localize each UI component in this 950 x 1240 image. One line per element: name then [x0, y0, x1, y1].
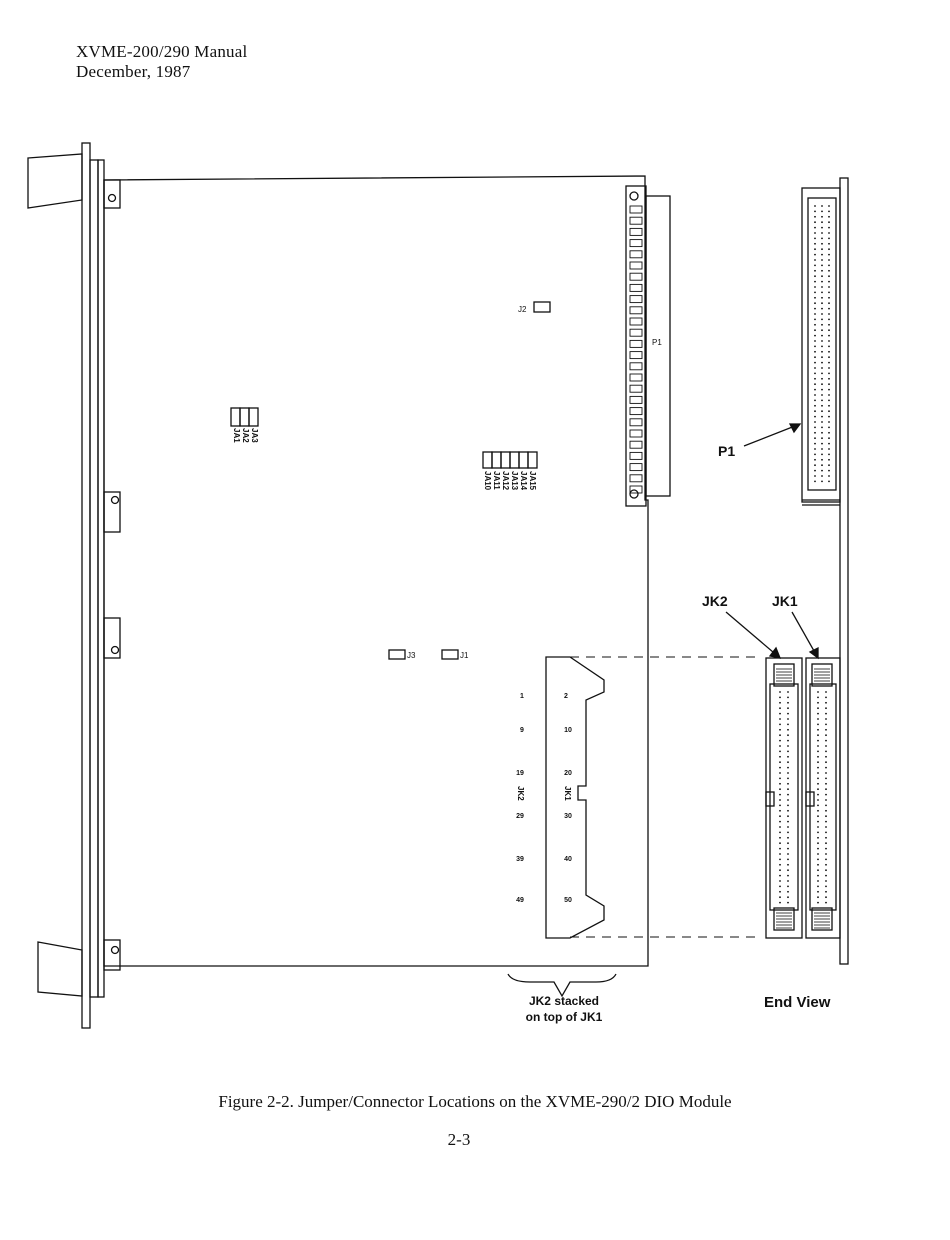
figure-caption: Figure 2-2. Jumper/Connector Locations o… — [0, 1092, 950, 1112]
j2-block — [534, 302, 550, 312]
stacked-note-line2: on top of JK1 — [526, 1010, 603, 1024]
pin-10: 10 — [564, 727, 572, 734]
j1-label: J1 — [460, 651, 469, 660]
end-view-jk2 — [766, 658, 802, 938]
end-view-title: End View — [764, 994, 831, 1011]
end-view-p1-label: P1 — [718, 443, 735, 459]
board-diagram: J2 J3 J1 P1 JA3 JA2 JA1 JA15 JA14 JA13 J… — [0, 0, 950, 1060]
end-view-jk1 — [806, 658, 840, 938]
ja10-15-block — [483, 452, 537, 468]
end-view — [726, 178, 848, 964]
pin-30: 30 — [564, 813, 572, 820]
pin-20: 20 — [564, 770, 572, 777]
stacked-note-line1: JK2 stacked — [529, 994, 599, 1008]
pin-9: 9 — [520, 727, 524, 734]
j3-label: J3 — [407, 651, 416, 660]
pin-50: 50 — [564, 897, 572, 904]
front-panel-inner — [90, 160, 98, 997]
pin-29: 29 — [516, 813, 524, 820]
jk2-board-label: JK2 — [516, 786, 525, 801]
ja11-label: JA11 — [492, 471, 501, 490]
front-panel-strip — [98, 160, 104, 997]
top-handle — [28, 154, 82, 208]
page-number: 2-3 — [0, 1130, 918, 1150]
p1-connector — [626, 186, 670, 506]
pin-1: 1 — [520, 693, 524, 700]
ja1-3-block — [231, 408, 258, 426]
j1-block — [442, 650, 458, 659]
ja3-label: JA3 — [250, 428, 259, 443]
jk2-arrow — [726, 612, 780, 658]
ja2-label: JA2 — [241, 428, 250, 443]
pin-19: 19 — [516, 770, 524, 777]
ja13-label: JA13 — [510, 471, 519, 491]
ja15-label: JA15 — [528, 471, 537, 491]
pcb-outline — [104, 176, 648, 966]
end-view-jk2-label: JK2 — [702, 593, 728, 609]
ja12-label: JA12 — [501, 471, 510, 491]
front-panel-outer — [82, 143, 90, 1028]
ja14-label: JA14 — [519, 471, 528, 491]
end-view-jk1-label: JK1 — [772, 593, 798, 609]
bottom-handle — [38, 942, 82, 996]
pin-40: 40 — [564, 856, 572, 863]
end-view-board-edge — [840, 178, 848, 964]
mount-tabs — [104, 180, 120, 970]
pin-2: 2 — [564, 693, 568, 700]
pin-39: 39 — [516, 856, 524, 863]
jk-connector-outline — [546, 657, 604, 938]
stack-bracket — [508, 974, 616, 996]
ja10-label: JA10 — [483, 471, 492, 491]
pin-49: 49 — [516, 897, 524, 904]
ja1-label: JA1 — [232, 428, 241, 443]
j3-block — [389, 650, 405, 659]
j2-label: J2 — [518, 305, 527, 314]
p1-board-label: P1 — [652, 338, 662, 347]
jk1-board-label: JK1 — [563, 786, 572, 801]
